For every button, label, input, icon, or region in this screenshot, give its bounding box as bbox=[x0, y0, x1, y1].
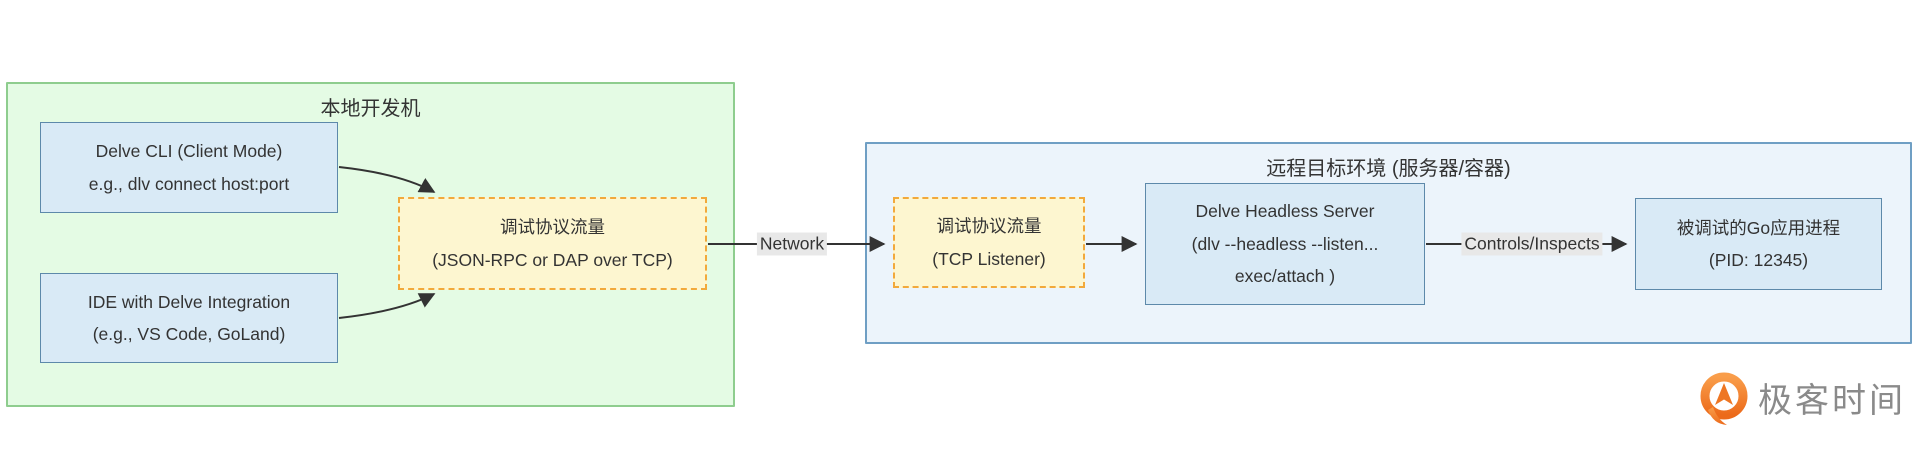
node-go-process-line1: 被调试的Go应用进程 bbox=[1676, 217, 1841, 238]
node-traffic-remote-line1: 调试协议流量 bbox=[936, 216, 1042, 237]
node-delve-cli-client: Delve CLI (Client Mode) e.g., dlv connec… bbox=[40, 122, 338, 213]
node-delve-headless-server: Delve Headless Server (dlv --headless --… bbox=[1145, 183, 1425, 305]
node-debug-protocol-traffic-remote: 调试协议流量 (TCP Listener) bbox=[893, 197, 1085, 288]
node-debugged-go-process: 被调试的Go应用进程 (PID: 12345) bbox=[1635, 198, 1882, 290]
node-delve-cli-line1: Delve CLI (Client Mode) bbox=[95, 141, 283, 162]
cluster-remote-title: 远程目标环境 (服务器/容器) bbox=[1266, 158, 1511, 180]
geektime-brand: 极客时间 bbox=[1700, 372, 1906, 430]
node-headless-line3: exec/attach ) bbox=[1234, 266, 1336, 287]
geektime-logo-text: 极客时间 bbox=[1758, 382, 1906, 420]
node-ide-line2: (e.g., VS Code, GoLand) bbox=[92, 324, 286, 344]
node-traffic-local-line2: (JSON-RPC or DAP over TCP) bbox=[432, 249, 673, 270]
cluster-local-title: 本地开发机 bbox=[320, 98, 421, 120]
geektime-logo-icon bbox=[1700, 372, 1748, 425]
node-go-process-line2: (PID: 12345) bbox=[1708, 250, 1809, 270]
edge-label-controls-inspects: Controls/Inspects bbox=[1461, 232, 1603, 256]
node-ide-line1: IDE with Delve Integration bbox=[87, 291, 291, 312]
node-delve-cli-line2: e.g., dlv connect host:port bbox=[88, 173, 290, 194]
node-headless-line1: Delve Headless Server bbox=[1195, 201, 1375, 222]
node-traffic-remote-line2: (TCP Listener) bbox=[932, 248, 1046, 269]
node-ide-integration: IDE with Delve Integration (e.g., VS Cod… bbox=[40, 273, 338, 363]
node-traffic-local-line1: 调试协议流量 bbox=[500, 217, 605, 238]
node-headless-line2: (dlv --headless --listen... bbox=[1191, 233, 1379, 254]
node-debug-protocol-traffic-local: 调试协议流量 (JSON-RPC or DAP over TCP) bbox=[398, 197, 707, 290]
edge-label-network: Network bbox=[756, 232, 828, 256]
